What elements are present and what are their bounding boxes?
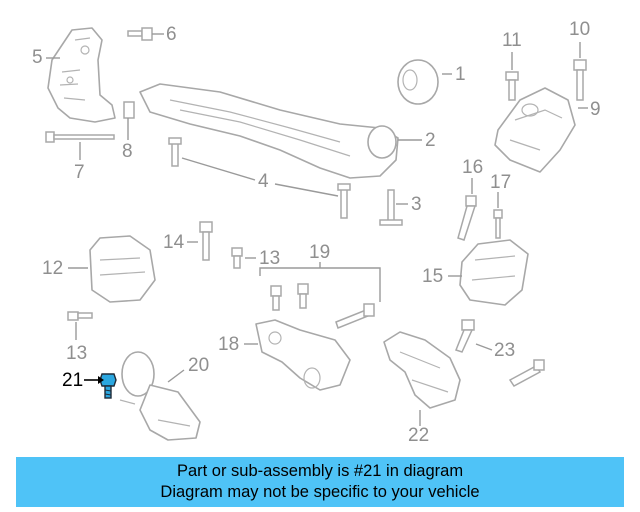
callout-7: 7 [74, 162, 85, 183]
part-23-bolts [455, 319, 545, 387]
parts-diagram [45, 27, 588, 441]
callout-3: 3 [411, 194, 422, 215]
part-9-mount [494, 87, 576, 173]
part-1-mount [397, 59, 439, 105]
callout-12: 12 [42, 258, 64, 279]
part-crossmember [139, 83, 399, 179]
part-13-14-bolts [67, 221, 243, 321]
callout-5: 5 [32, 47, 43, 68]
part-15-bracket [459, 239, 529, 306]
callout-6: 6 [166, 24, 177, 45]
callout-1: 1 [455, 64, 466, 85]
callout-4: 4 [258, 171, 269, 192]
part-5-bracket [47, 27, 116, 123]
part-8-clip [123, 101, 135, 119]
callout-2: 2 [425, 130, 436, 151]
part-4-bolts [168, 137, 351, 219]
part-16-17-bolts [457, 195, 503, 241]
callout-13-lower: 13 [66, 343, 88, 364]
info-banner: Part or sub-assembly is #21 in diagram D… [16, 457, 624, 507]
callout-21[interactable]: 21 [62, 370, 84, 391]
callout-10: 10 [569, 19, 591, 40]
part-19-bolts [270, 283, 375, 329]
callout-13-upper: 13 [259, 248, 281, 269]
callout-9: 9 [590, 99, 601, 120]
callout-8: 8 [122, 141, 133, 162]
part-6-bolt [127, 27, 153, 41]
callout-15: 15 [422, 266, 444, 287]
part-21-bolt[interactable] [99, 373, 117, 399]
callout-19: 19 [309, 242, 331, 263]
part-18-bracket [255, 319, 351, 391]
callout-14: 14 [163, 232, 185, 253]
callout-20: 20 [188, 355, 210, 376]
part-22-bracket [383, 331, 461, 409]
part-20-mount [119, 351, 201, 441]
callout-23: 23 [494, 340, 516, 361]
callout-11: 11 [502, 30, 522, 51]
part-7-bolt [45, 131, 115, 143]
callout-16: 16 [462, 157, 484, 178]
part-10-11-bolts [505, 59, 587, 101]
banner-line-2: Diagram may not be specific to your vehi… [160, 483, 480, 501]
leader-lines [46, 33, 588, 426]
part-12-mount [89, 235, 156, 303]
banner-line-1: Part or sub-assembly is #21 in diagram [176, 462, 464, 480]
part-3-stud [379, 189, 403, 226]
callout-18: 18 [218, 334, 240, 355]
callout-17: 17 [490, 172, 512, 193]
callout-22: 22 [408, 425, 430, 446]
